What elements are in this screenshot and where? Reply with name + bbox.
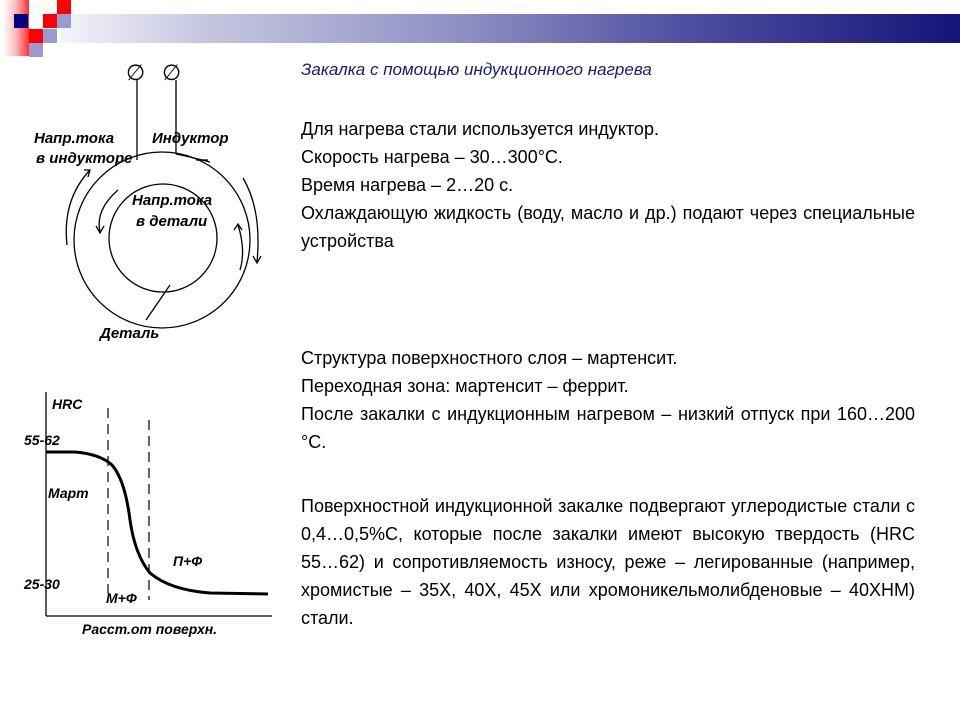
y-axis-label: HRC [52, 396, 83, 412]
hardness-chart: HRC 55-62 25-30 Март М+Ф П+Ф Расст.от по… [23, 392, 272, 637]
deco-square [57, 14, 71, 28]
x-axis-label: Расст.от поверхн. [82, 621, 217, 637]
terminal-symbol: ∅ [162, 60, 181, 85]
deco-square [29, 29, 43, 43]
text-line: Структура поверхностного слоя – мартенси… [301, 348, 678, 368]
deco-square [57, 0, 71, 14]
y-tick-low: 25-30 [23, 576, 60, 592]
inductor-diagram: ∅ ∅ Напр.тока в индукторе Индуктор Напр.… [34, 60, 262, 342]
deco-square [29, 43, 43, 57]
label-part: Деталь [98, 325, 159, 342]
text-line: Скорость нагрева – 30…300°С. [301, 147, 563, 167]
text-line: Охлаждающую жидкость (воду, масло и др.)… [301, 203, 915, 251]
text-block-structure: Структура поверхностного слоя – мартенси… [301, 344, 915, 456]
deco-square [14, 14, 28, 28]
zone-label-m-f: М+Ф [106, 590, 137, 606]
label-current-part: в детали [136, 213, 207, 230]
label-current-inductor: в индукторе [36, 150, 132, 167]
text-line: Переходная зона: мартенсит – феррит. [301, 376, 629, 396]
text-line: Время нагрева – 2…20 с. [301, 175, 514, 195]
header-gradient-bar [60, 14, 960, 43]
y-tick-high: 55-62 [24, 432, 60, 448]
deco-square [43, 29, 57, 43]
text-block-steels: Поверхностной индукционной закалке подве… [301, 492, 915, 632]
label-current-inductor: Напр.тока [34, 130, 114, 147]
label-inductor: Индуктор [152, 130, 229, 147]
text-line: После закалки с индукционным нагревом – … [301, 404, 915, 452]
text-line: Поверхностной индукционной закалке подве… [301, 496, 915, 628]
label-current-part: Напр.тока [132, 192, 212, 209]
terminal-symbol: ∅ [126, 60, 145, 85]
zone-label-p-f: П+Ф [173, 553, 202, 569]
zone-label-martensite: Март [48, 485, 89, 501]
text-line: Для нагрева стали используется индуктор. [301, 119, 659, 139]
slide-title: Закалка с помощью индукционного нагрева [301, 60, 652, 79]
deco-square [43, 14, 57, 28]
text-block-heating: Для нагрева стали используется индуктор.… [301, 115, 915, 255]
corner-fade [3, 0, 29, 56]
